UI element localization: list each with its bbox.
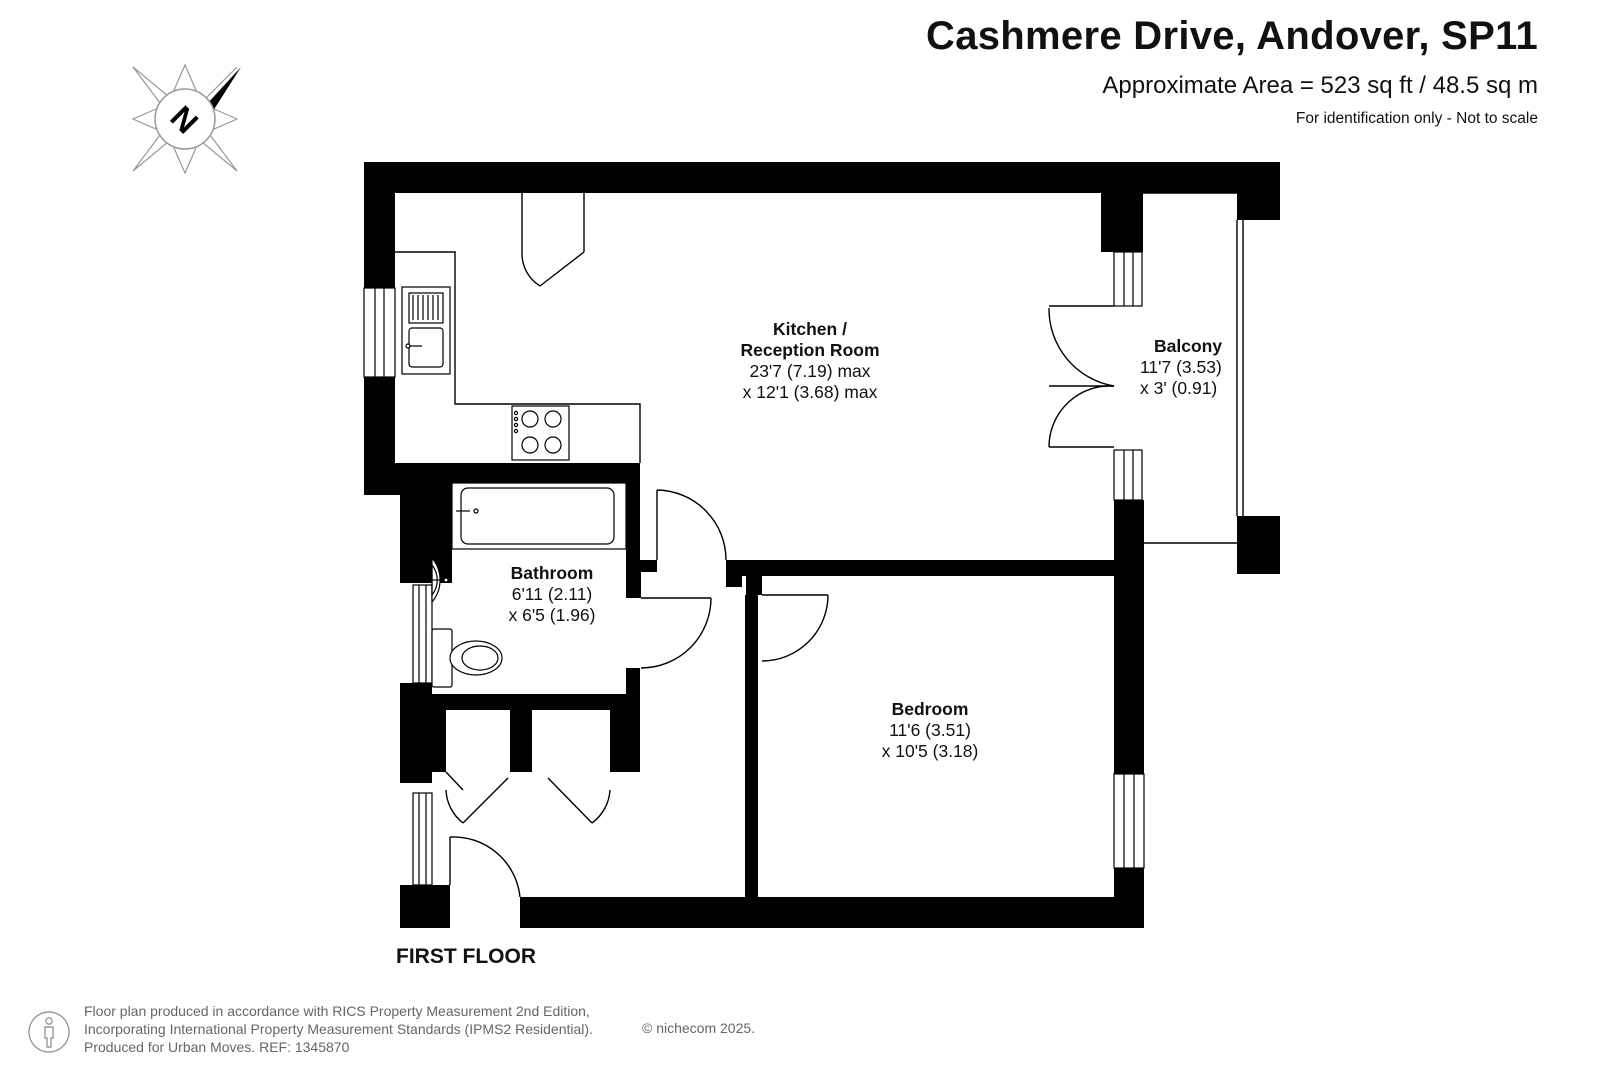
- kitchen-dim2: x 12'1 (3.68) max: [742, 382, 878, 402]
- bath-icon: [451, 482, 627, 550]
- footer-line1: Floor plan produced in accordance with R…: [84, 1003, 590, 1019]
- balcony-name: Balcony: [1154, 336, 1223, 356]
- bathroom-dim1: 6'11 (2.11): [511, 584, 593, 604]
- kitchen-name-line1: Kitchen /: [773, 319, 847, 339]
- compass-north-icon: N: [131, 63, 241, 175]
- bathroom-name: Bathroom: [510, 563, 594, 583]
- bedroom-name: Bedroom: [891, 699, 969, 719]
- bedroom-label: Bedroom 11'6 (3.51) x 10'5 (3.18): [870, 699, 990, 762]
- scale-note: For identification only - Not to scale: [1295, 110, 1538, 127]
- footer-line2: Incorporating International Property Mea…: [84, 1021, 593, 1037]
- toilet-icon: [431, 628, 503, 688]
- bathroom-label: Bathroom 6'11 (2.11) x 6'5 (1.96): [492, 563, 612, 626]
- sink-icon: [401, 286, 451, 375]
- approximate-area: Approximate Area = 523 sq ft / 48.5 sq m: [1102, 72, 1538, 99]
- copyright: © nichecom 2025.: [642, 1020, 756, 1036]
- basin-icon: [431, 556, 449, 604]
- balcony-dim1: 11'7 (3.53): [1140, 357, 1222, 377]
- footer-text: Floor plan produced in accordance with R…: [84, 1002, 593, 1056]
- walls: [364, 162, 1280, 928]
- bedroom-dim1: 11'6 (3.51): [889, 720, 971, 740]
- kitchen-counter: [395, 251, 641, 463]
- page-title: Cashmere Drive, Andover, SP11: [926, 14, 1538, 58]
- kitchen-reception-label: Kitchen / Reception Room 23'7 (7.19) max…: [720, 319, 900, 403]
- windows: [363, 251, 1145, 886]
- hob-icon: [511, 405, 570, 461]
- footer-line3: Produced for Urban Moves. REF: 1345870: [84, 1039, 350, 1055]
- kitchen-name-line2: Reception Room: [740, 340, 880, 360]
- balcony-dim2: x 3' (0.91): [1140, 378, 1218, 398]
- balcony-rail: [1143, 192, 1244, 544]
- doors: [445, 193, 1115, 898]
- bathroom-dim2: x 6'5 (1.96): [508, 605, 596, 625]
- bedroom-dim2: x 10'5 (3.18): [881, 741, 979, 761]
- kitchen-dim1: 23'7 (7.19) max: [749, 361, 871, 381]
- person-icon: [28, 1011, 70, 1053]
- balcony-label: Balcony 11'7 (3.53) x 3' (0.91): [1140, 336, 1250, 399]
- floor-label: FIRST FLOOR: [396, 945, 536, 968]
